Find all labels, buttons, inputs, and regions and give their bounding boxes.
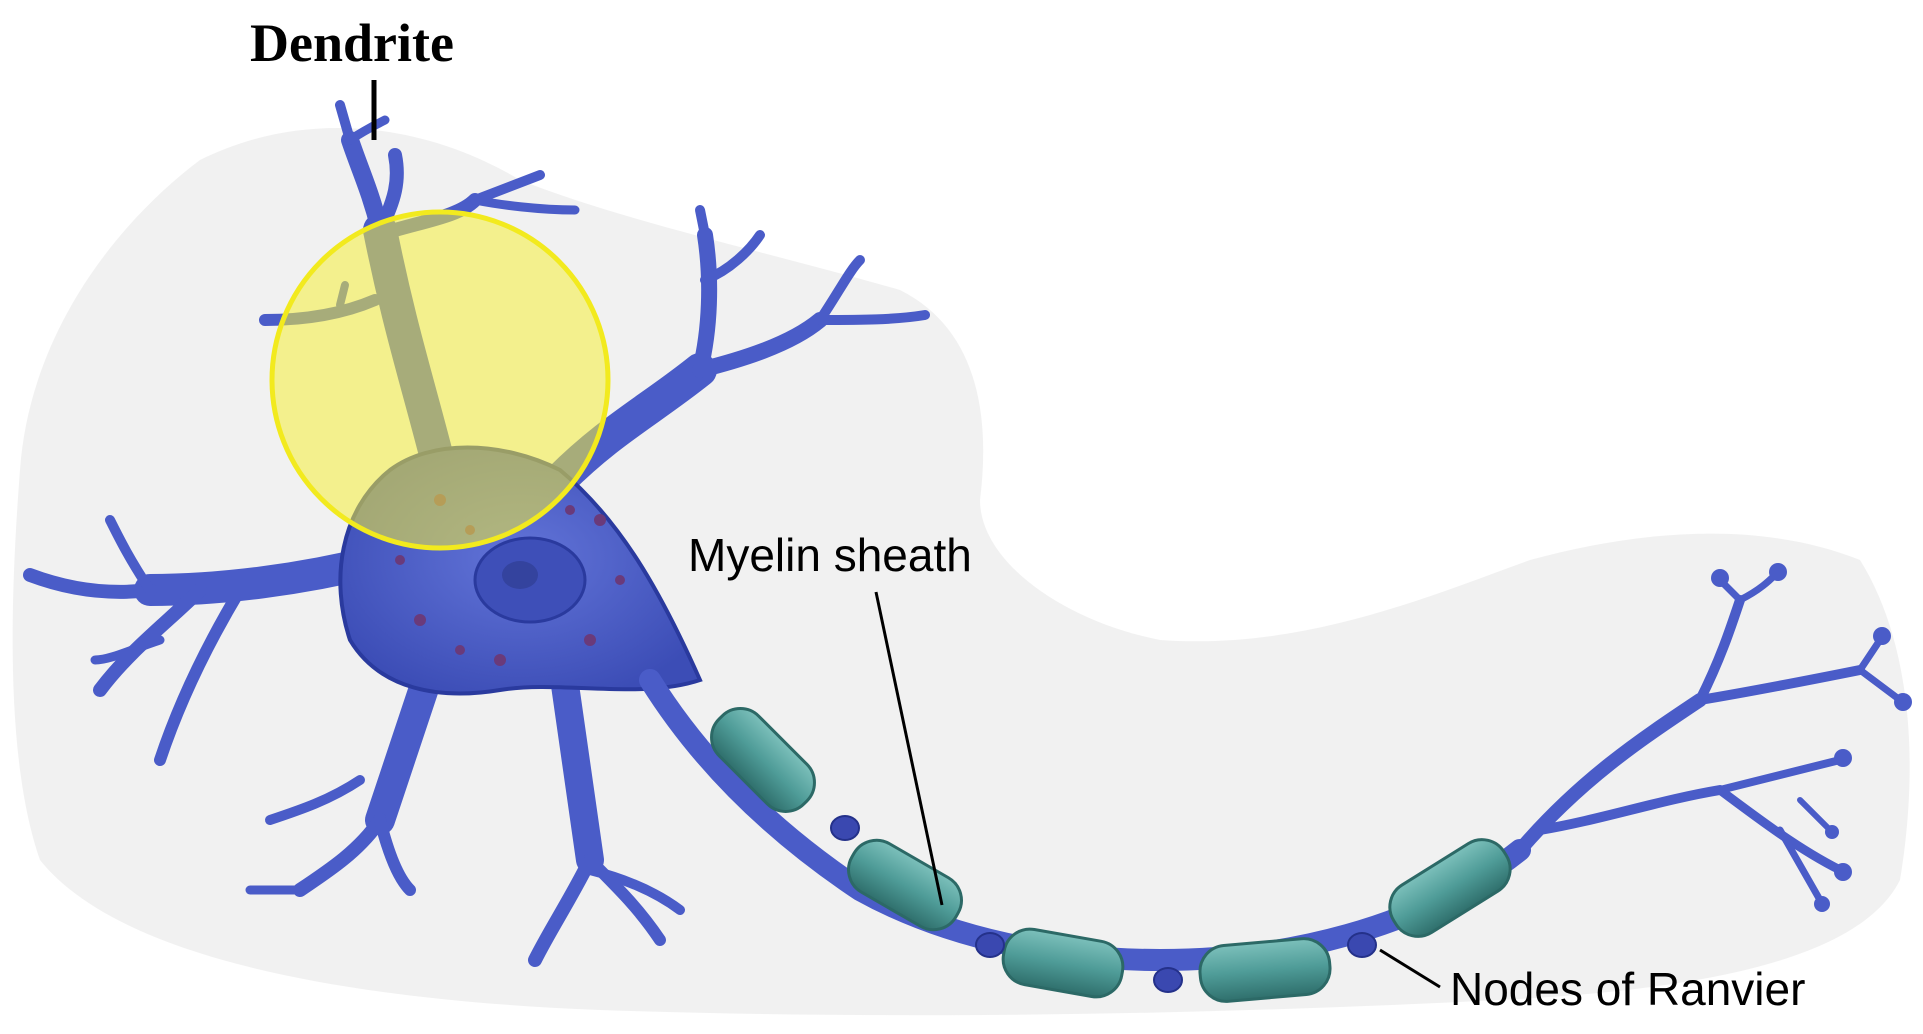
- nucleolus: [502, 561, 538, 589]
- dendrite-label: Dendrite: [250, 12, 454, 74]
- myelin-sheath-label: Myelin sheath: [688, 528, 972, 582]
- nodes-of-ranvier-label: Nodes of Ranvier: [1450, 962, 1805, 1016]
- dendrite-highlight-circle: [272, 212, 608, 548]
